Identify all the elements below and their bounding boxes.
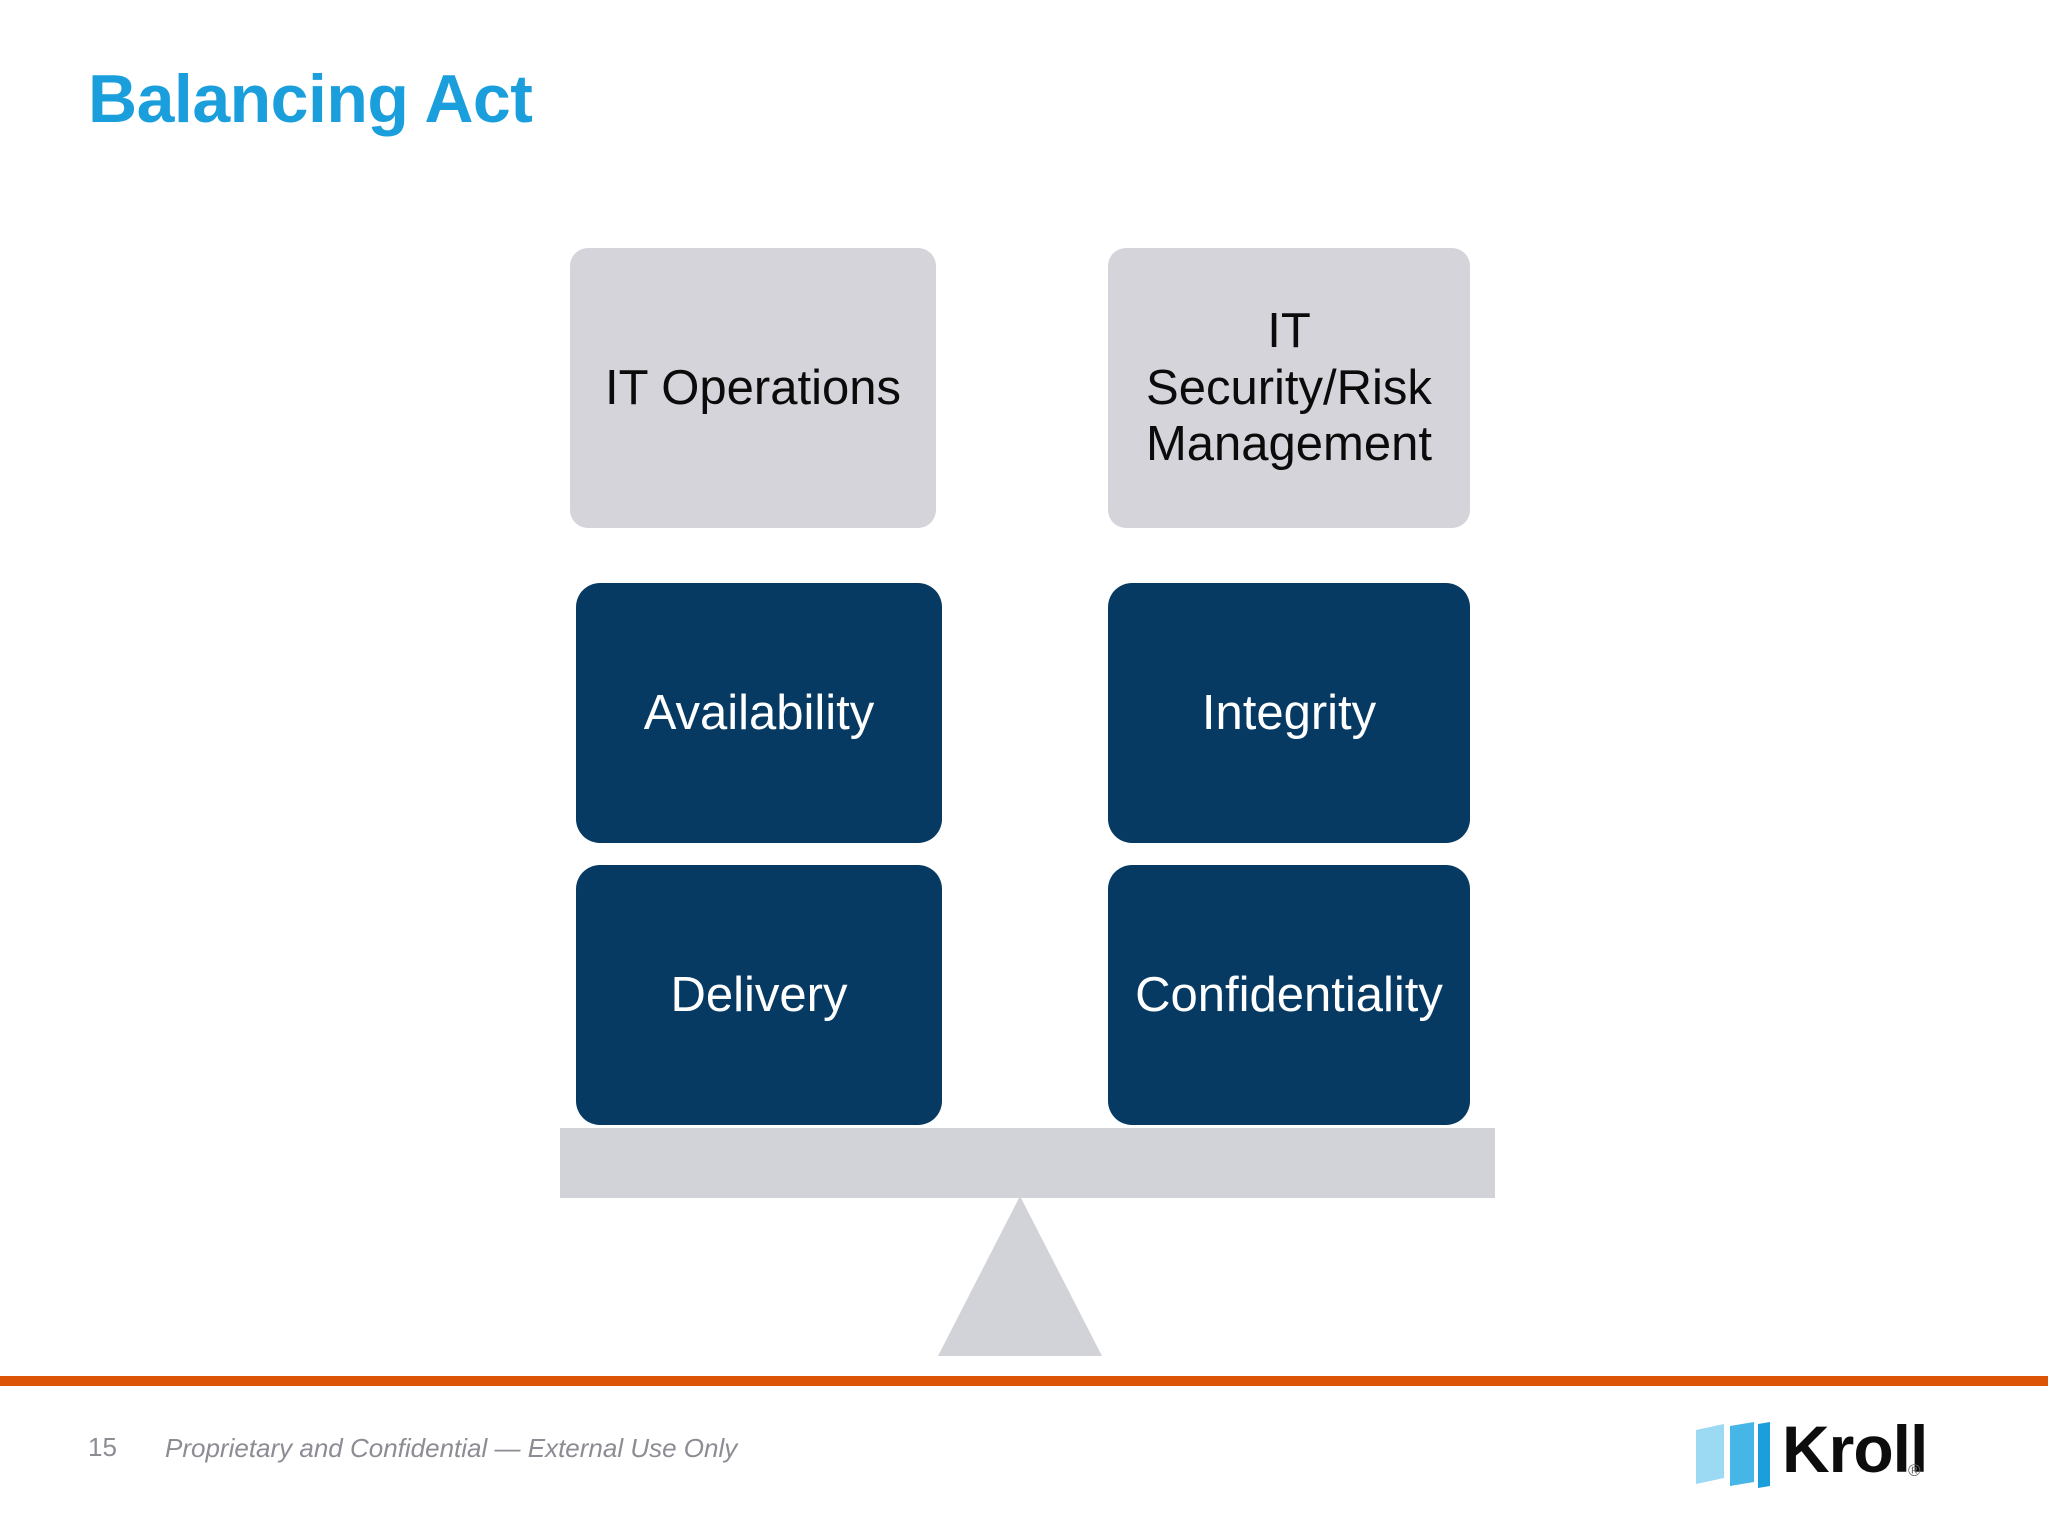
right-pan-heading-box: IT Security/Risk Management bbox=[1108, 248, 1470, 528]
balance-fulcrum-triangle bbox=[938, 1196, 1102, 1356]
balance-beam bbox=[560, 1128, 1495, 1198]
right-pan-heading-line-3: Management bbox=[1145, 417, 1432, 472]
left-pan-heading-label: IT Operations bbox=[605, 360, 901, 415]
left-pan-item-delivery: Delivery bbox=[576, 865, 942, 1125]
confidentiality-note: Proprietary and Confidential — External … bbox=[165, 1433, 738, 1463]
kroll-logo: Kroll ® bbox=[1694, 1412, 1954, 1504]
page-title: Balancing Act bbox=[88, 61, 533, 137]
left-pan-heading-box: IT Operations bbox=[570, 248, 936, 528]
right-pan-item-confidentiality: Confidentiality bbox=[1108, 865, 1470, 1125]
page-number: 15 bbox=[88, 1432, 117, 1462]
right-pan-item-confidentiality-label: Confidentiality bbox=[1135, 967, 1443, 1022]
registered-trademark-icon: ® bbox=[1908, 1461, 1921, 1480]
right-pan-heading-line-2: Security/Risk bbox=[1146, 360, 1432, 415]
left-pan-item-delivery-label: Delivery bbox=[670, 967, 848, 1022]
kroll-logo-mark-icon bbox=[1694, 1420, 1778, 1492]
footer-divider-rule bbox=[0, 1376, 2048, 1386]
right-pan-heading-label: IT Security/Risk Management bbox=[1146, 303, 1432, 472]
left-pan-item-availability: Availability bbox=[576, 583, 942, 843]
right-pan-item-integrity-label: Integrity bbox=[1201, 685, 1377, 740]
kroll-wordmark: Kroll bbox=[1782, 1412, 1928, 1486]
right-pan-item-integrity: Integrity bbox=[1108, 583, 1470, 843]
left-pan-item-availability-label: Availability bbox=[643, 685, 875, 740]
right-pan-heading-line-1: IT bbox=[1267, 304, 1311, 359]
